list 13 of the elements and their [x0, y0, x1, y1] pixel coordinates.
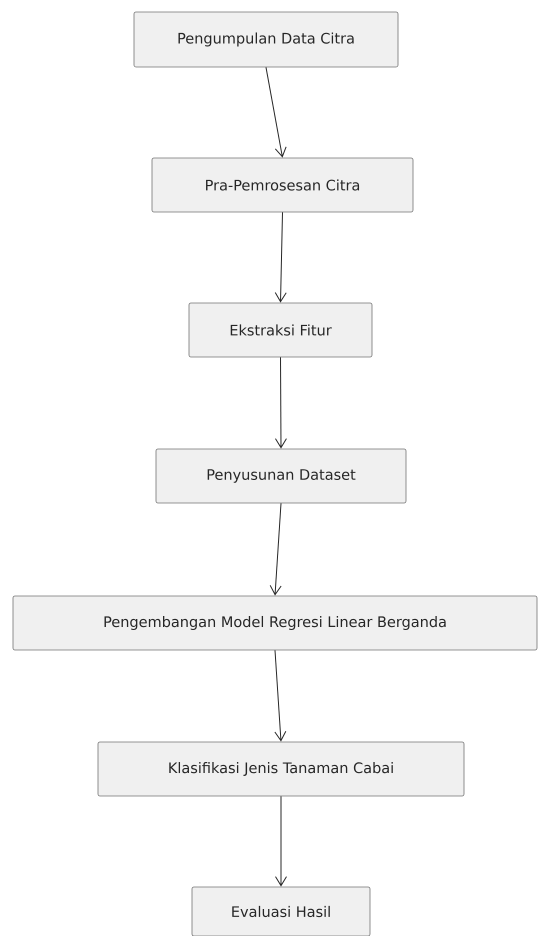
process-box: Pra-Pemrosesan Citra: [152, 158, 414, 212]
process-box: Klasifikasi Jenis Tanaman Cabai: [98, 742, 464, 796]
process-box: Pengembangan Model Regresi Linear Berganda: [12, 596, 538, 650]
process-box: Evaluasi Hasil: [192, 886, 370, 936]
process-box: Pengumpulan Data Citra: [134, 12, 398, 68]
arrow: [274, 356, 287, 449]
process-box: Penyusunan Dataset: [156, 448, 406, 504]
arrow: [274, 212, 287, 303]
arrow: [270, 502, 282, 596]
process-box: Ekstraksi Fitur: [188, 302, 372, 358]
arrow: [266, 66, 287, 158]
arrow: [274, 650, 286, 742]
arrow: [275, 796, 287, 887]
